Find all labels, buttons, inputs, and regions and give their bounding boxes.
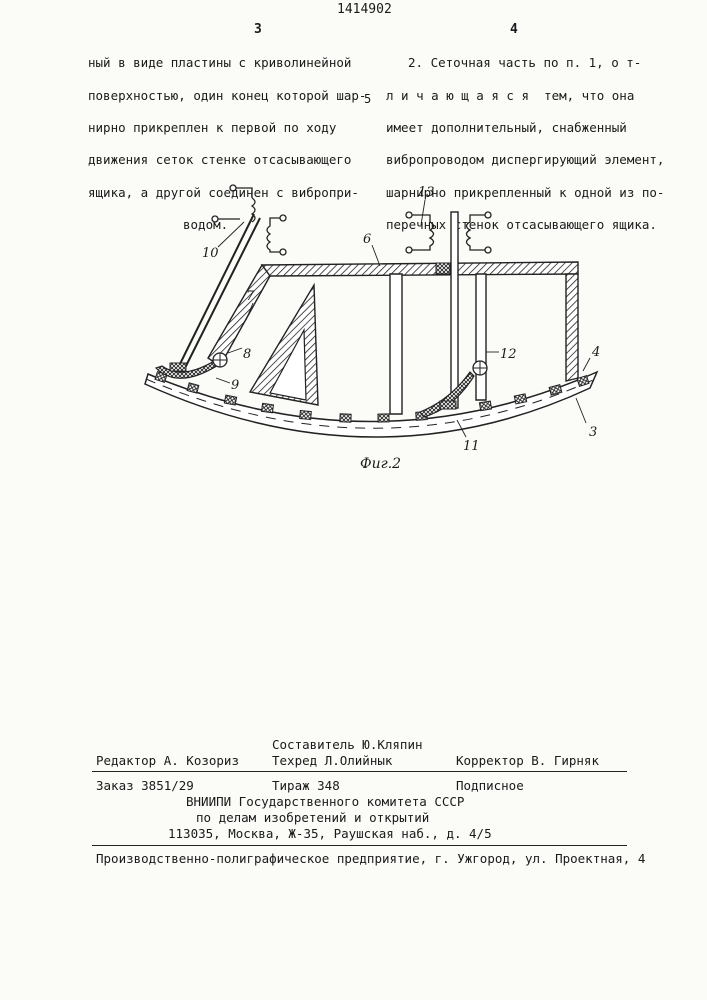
compiler: Составитель Ю.Кляпин (272, 737, 423, 753)
techred: Техред Л.Олийнык (272, 753, 392, 769)
label-8: 8 (243, 347, 251, 362)
label-6: 6 (363, 232, 371, 247)
printer: Производственно-полиграфическое предприя… (96, 851, 645, 867)
suction-box (208, 262, 578, 414)
org-line-1: ВНИИПИ Государственного комитета СССР (186, 794, 464, 810)
order-number: Заказ 3851/29 (96, 778, 194, 794)
label-4: 4 (591, 345, 600, 360)
subscription: Подписное (456, 778, 524, 794)
org-line-2: по делам изобретений и открытий (196, 810, 429, 826)
org-line-3: 113035, Москва, Ж-35, Раушская наб., д. … (168, 826, 492, 842)
left-coil-icon (212, 185, 286, 255)
divider-line (92, 771, 627, 772)
wire-screen (145, 372, 597, 437)
label-9: 9 (231, 378, 239, 393)
label-11: 11 (463, 439, 480, 454)
right-coil-icon (406, 212, 491, 253)
label-13: 13 (418, 185, 435, 200)
label-12: 12 (500, 347, 517, 362)
label-10: 10 (202, 246, 219, 261)
divider-line (92, 845, 627, 846)
figure-caption: Фиг.2 (360, 456, 401, 472)
editor: Редактор А. Козориз (96, 753, 239, 769)
corrector: Корректор В. Гирняк (456, 753, 599, 769)
figure-2-drawing: 10 7 8 9 13 6 12 4 3 11 Фиг.2 (0, 0, 707, 500)
label-7: 7 (246, 289, 255, 304)
circulation: Тираж 348 (272, 778, 340, 794)
label-3: 3 (589, 425, 597, 440)
